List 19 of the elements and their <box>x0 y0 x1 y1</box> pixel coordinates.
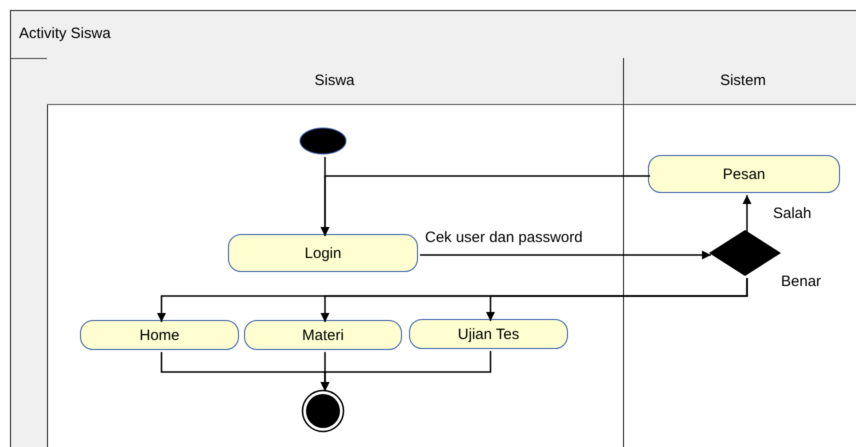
decision-diamond <box>709 230 781 276</box>
action-node: Login <box>228 234 418 272</box>
start-node <box>299 127 347 155</box>
action-node: Materi <box>244 320 402 350</box>
activity-frame <box>10 10 856 447</box>
arrow <box>742 195 752 232</box>
edge-label: Cek user dan password <box>424 229 584 246</box>
arrow <box>320 351 492 391</box>
arrow <box>486 278 748 321</box>
arrow <box>420 250 711 260</box>
end-node <box>301 389 345 433</box>
arrow <box>320 175 650 236</box>
action-node: Ujian Tes <box>409 319 568 349</box>
action-node: Home <box>80 320 239 350</box>
action-node: Pesan <box>648 155 840 193</box>
frame-title: Activity Siswa <box>11 11 856 59</box>
swimlane <box>46 58 624 447</box>
lane-header: Sistem <box>624 58 856 104</box>
lane-header: Siswa <box>46 58 622 104</box>
